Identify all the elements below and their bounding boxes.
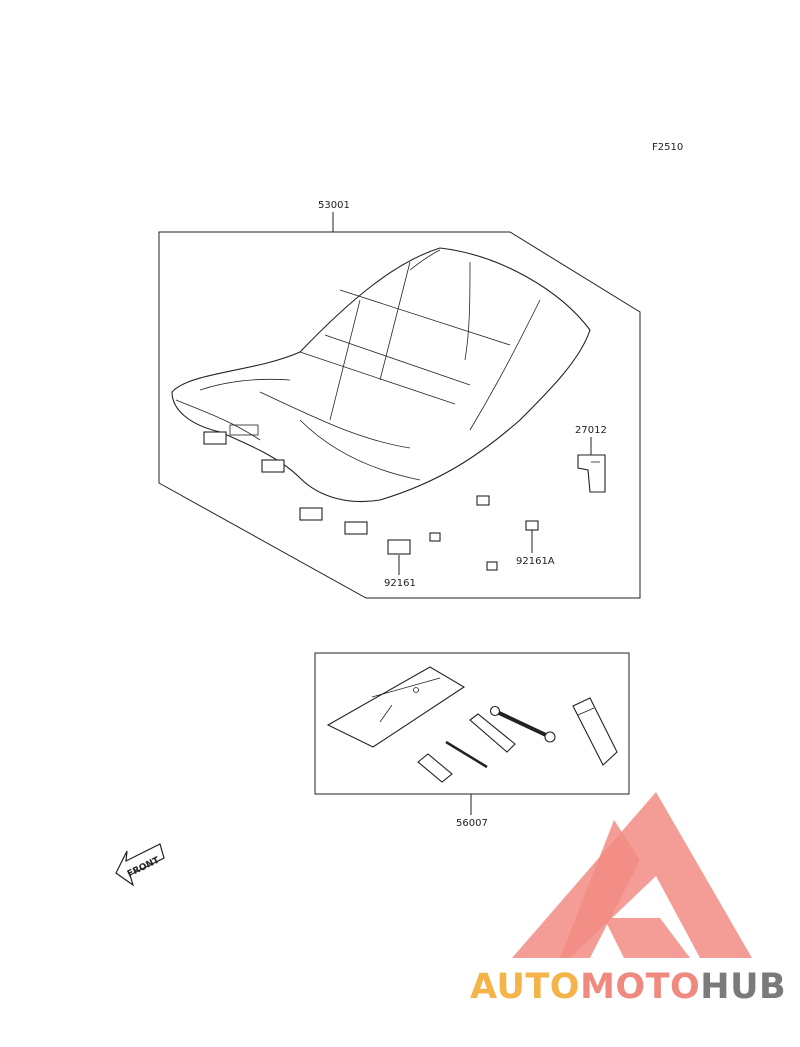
figure-code: F2510 (652, 142, 683, 153)
watermark-text: AUTOMOTOHUB (470, 967, 786, 1007)
socket-tool (469, 713, 516, 753)
screwdriver-handle (417, 753, 453, 783)
label-53001: 53001 (318, 200, 350, 211)
seat-group-frame (158, 231, 641, 599)
tool-bag (326, 666, 466, 748)
label-92161: 92161 (384, 578, 416, 589)
tool-kit-frame (314, 652, 630, 795)
hook-part (577, 454, 606, 493)
seat-group: 53001 (158, 200, 641, 599)
label-56007: 56007 (456, 818, 488, 829)
tool-kit-group (314, 652, 630, 795)
label-92161A: 92161A (516, 556, 555, 567)
wrench (489, 705, 556, 743)
screwdriver-shaft (445, 740, 488, 769)
front-arrow: FRONT (115, 843, 165, 887)
seat-drawing (171, 247, 591, 503)
watermark-logo: AUTOMOTOHUB (470, 792, 786, 1007)
grip-tool (572, 697, 618, 766)
seat-small-parts (299, 495, 539, 571)
label-27012: 27012 (575, 425, 607, 436)
